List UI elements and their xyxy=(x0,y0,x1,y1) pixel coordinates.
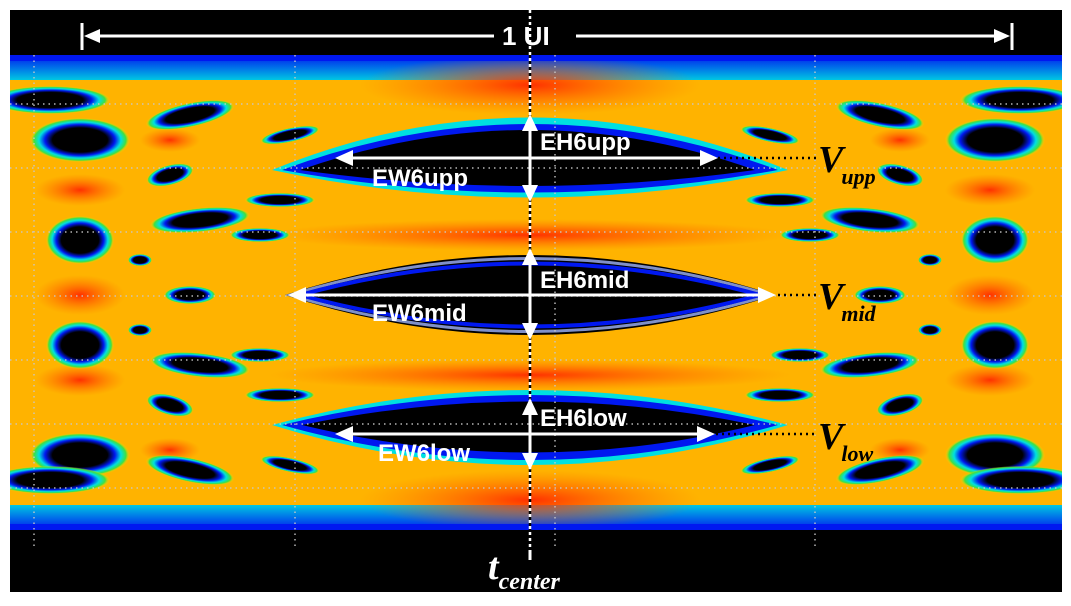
eye-diagram-figure: 1 UI EH6upp EW6upp EH6mid EW6mid EH6low … xyxy=(10,10,1062,592)
t-center-label: tcenter xyxy=(488,546,560,592)
eh-lower-label: EH6low xyxy=(540,405,627,432)
ew-lower-label: EW6low xyxy=(378,440,471,467)
t-center-main: t xyxy=(488,546,499,588)
t-center-sub: center xyxy=(498,569,560,592)
eh-middle-label: EH6mid xyxy=(540,267,630,294)
level-leader-lines xyxy=(716,156,816,436)
ew-upper-label: EW6upp xyxy=(372,165,468,192)
v-middle-label: Vmid xyxy=(818,276,878,325)
v-middle-sub: mid xyxy=(841,301,876,326)
v-upper-label: Vupp xyxy=(818,139,878,188)
v-lower-main: V xyxy=(818,416,844,458)
ui-span-arrow xyxy=(80,23,1014,50)
v-upper-sub: upp xyxy=(841,164,876,189)
eye-diagram-heatmap xyxy=(10,10,1062,560)
v-lower-sub: low xyxy=(841,441,874,466)
v-middle-main: V xyxy=(818,276,844,318)
ew-middle-label: EW6mid xyxy=(372,300,467,327)
grid-lines xyxy=(10,55,1062,550)
side-eye-holes xyxy=(10,86,1062,494)
v-upper-main: V xyxy=(818,139,844,181)
eye-annotation-arrows xyxy=(288,114,776,470)
v-lower-label: Vlow xyxy=(818,416,875,465)
ui-span-label: 1 UI xyxy=(502,21,550,51)
eh-upper-label: EH6upp xyxy=(540,129,631,156)
